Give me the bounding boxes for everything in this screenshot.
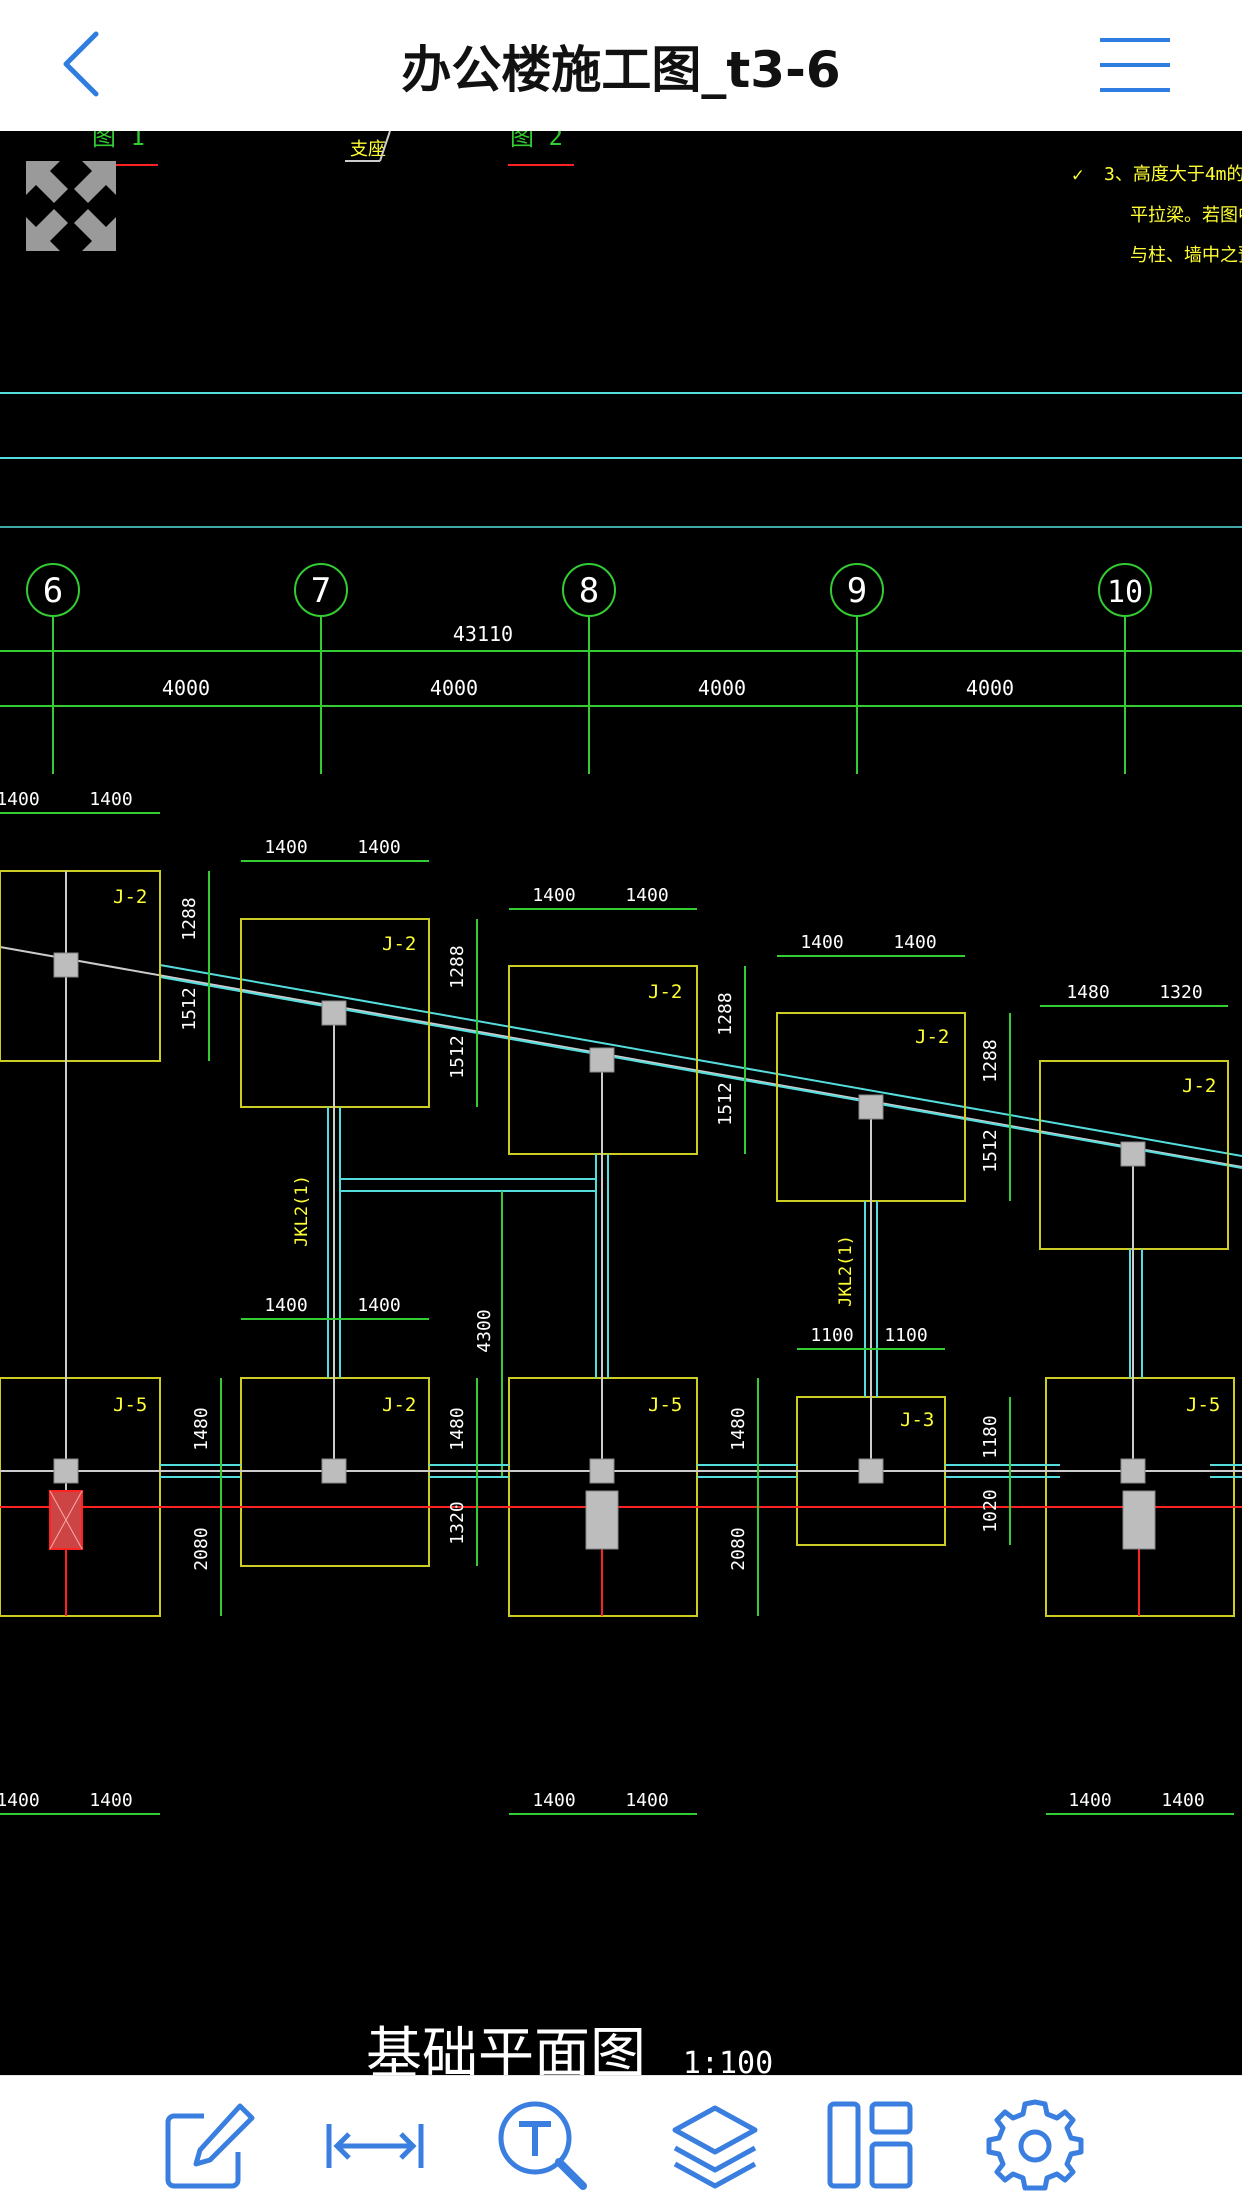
dim-4300: 4300 [474, 1309, 495, 1352]
edit-button[interactable] [160, 2098, 260, 2194]
dim-label: 2080 [728, 1527, 749, 1570]
dim-label: 1400 [89, 789, 132, 810]
dim-label: 1288 [179, 897, 200, 940]
bay-dim-2: 4000 [430, 676, 478, 700]
bay-dim-3: 4000 [698, 676, 746, 700]
dim-label: 1400 [893, 932, 936, 953]
dim-label: 1512 [447, 1035, 468, 1078]
dim-label: 1180 [980, 1415, 1001, 1458]
layout-button[interactable] [820, 2098, 920, 2194]
axis-7: 7 [311, 571, 331, 611]
dim-label: 1020 [980, 1489, 1001, 1532]
dim-label: 1288 [715, 992, 736, 1035]
hamburger-menu-icon [1100, 38, 1170, 92]
beam-label: JKL2(1) [292, 1175, 312, 1247]
dim-label: 1400 [532, 1790, 575, 1811]
dim-label: 1512 [179, 987, 200, 1030]
plan-title: 基础平面图 [366, 2022, 646, 2075]
dim-label: 1320 [1159, 982, 1202, 1003]
dim-label: 1480 [447, 1407, 468, 1450]
note-line-3: 与柱、墙中之预留钢 [1130, 245, 1242, 266]
footing-label: J-2 [1182, 1075, 1216, 1097]
dim-label: 1400 [1068, 1790, 1111, 1811]
dim-label: 1400 [625, 1790, 668, 1811]
axis-8: 8 [579, 571, 599, 611]
axis-bubbles: 6 7 8 9 10 [26, 563, 1152, 617]
note-line-2: 平拉梁。若图中未另 [1130, 205, 1242, 226]
footing-label: J-2 [915, 1026, 949, 1048]
beam-label: JKL2(1) [836, 1235, 856, 1307]
footing-label: J-3 [900, 1409, 934, 1431]
layers-icon [672, 2105, 758, 2189]
back-button[interactable] [40, 24, 130, 104]
dim-label: 1400 [0, 1790, 40, 1811]
footing-label: J-2 [648, 981, 682, 1003]
dim-label: 1100 [810, 1325, 853, 1346]
cad-drawing: 图 1 支座 图 2 ✓ 3、高度大于4m的24 平拉梁。若图中未另 与柱、墙中… [0, 131, 1242, 2075]
top-nav-bar: 办公楼施工图_t3-6 [0, 0, 1242, 131]
measure-icon [326, 2124, 424, 2168]
bottom-toolbar [0, 2075, 1242, 2209]
footing-label: J-2 [382, 933, 416, 955]
dim-label: 1400 [0, 789, 40, 810]
axis-6: 6 [43, 571, 63, 611]
dim-label: 1400 [1161, 1790, 1204, 1811]
dim-label: 1512 [715, 1082, 736, 1125]
dim-label: 1100 [884, 1325, 927, 1346]
edit-icon [165, 2103, 255, 2189]
footing-label: J-2 [113, 886, 147, 908]
axis-9: 9 [847, 571, 867, 611]
settings-icon [986, 2099, 1084, 2191]
axis-10: 10 [1107, 575, 1143, 610]
dim-label: 1400 [264, 837, 307, 858]
measure-button[interactable] [325, 2098, 425, 2194]
footing-label: J-5 [648, 1394, 682, 1416]
footing-label: J-5 [113, 1394, 147, 1416]
layout-icon [827, 2101, 913, 2189]
text-search-icon [498, 2101, 587, 2190]
footing-label: J-5 [1186, 1394, 1220, 1416]
dim-label: 1512 [980, 1129, 1001, 1172]
dim-label: 1480 [728, 1407, 749, 1450]
dim-label: 1400 [532, 885, 575, 906]
page-title: 办公楼施工图_t3-6 [401, 41, 841, 99]
footing-label: J-2 [382, 1394, 416, 1416]
dim-label: 1480 [191, 1407, 212, 1450]
checkmark-icon: ✓ [1072, 164, 1083, 186]
bay-dim-1: 4000 [162, 676, 210, 700]
top-label-2: 图 2 [510, 131, 563, 151]
dim-label: 1400 [89, 1790, 132, 1811]
dim-label: 2080 [191, 1527, 212, 1570]
text-search-button[interactable] [495, 2098, 595, 2194]
dim-label: 1400 [357, 837, 400, 858]
bay-dim-4: 4000 [966, 676, 1014, 700]
dim-label: 1288 [447, 945, 468, 988]
dim-label: 1480 [1066, 982, 1109, 1003]
drawing-canvas[interactable]: 图 1 支座 图 2 ✓ 3、高度大于4m的24 平拉梁。若图中未另 与柱、墙中… [0, 131, 1242, 2075]
dim-label: 1400 [625, 885, 668, 906]
expand-arrows-icon [26, 161, 116, 251]
dim-label: 1288 [980, 1039, 1001, 1082]
overall-dim: 43110 [453, 622, 513, 646]
dim-label: 1400 [800, 932, 843, 953]
dim-label: 1400 [357, 1295, 400, 1316]
layers-button[interactable] [665, 2098, 765, 2194]
plan-scale: 1:100 [683, 2046, 773, 2075]
top-label-support: 支座 [350, 139, 386, 160]
chevron-left-icon [63, 31, 99, 97]
dim-label: 1320 [447, 1501, 468, 1544]
top-label-1: 图 1 [92, 131, 145, 151]
settings-button[interactable] [985, 2098, 1085, 2194]
dim-label: 1400 [264, 1295, 307, 1316]
note-line-1: 3、高度大于4m的24 [1104, 164, 1242, 185]
fullscreen-button[interactable] [22, 157, 120, 255]
menu-button[interactable] [1090, 30, 1180, 100]
